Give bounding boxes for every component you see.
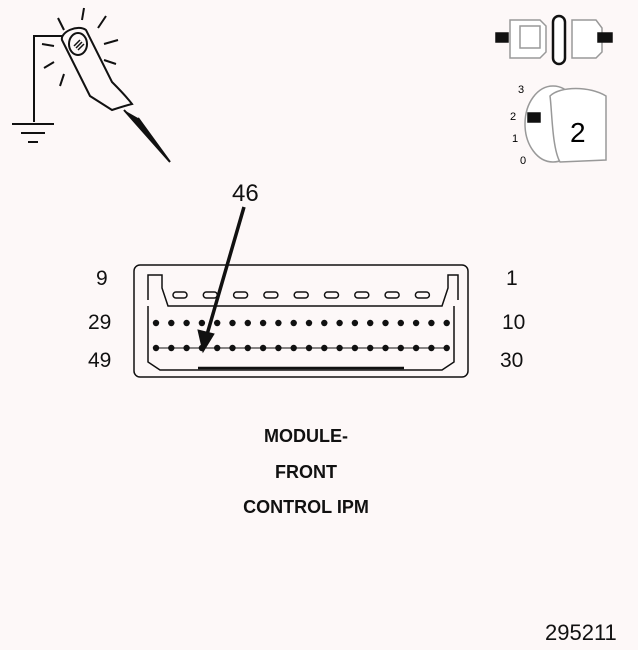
pin-dot bbox=[428, 319, 435, 327]
left-row1-label: 9 bbox=[96, 267, 108, 290]
pin-dot bbox=[244, 319, 251, 327]
ignition-position-1: 1 bbox=[512, 133, 518, 145]
connector-body bbox=[133, 264, 469, 378]
ignition-position-3: 3 bbox=[518, 84, 524, 96]
caption-line2: FRONT bbox=[275, 462, 337, 482]
pin-slot bbox=[172, 291, 188, 299]
pin-dot bbox=[351, 319, 359, 327]
pin-dot bbox=[275, 319, 282, 327]
right-row3-label: 30 bbox=[500, 349, 524, 372]
pin-dot bbox=[290, 319, 297, 327]
connector-pins bbox=[152, 291, 450, 352]
callout-pin-label: 46 bbox=[232, 180, 259, 207]
pin-dot bbox=[198, 319, 206, 327]
ignition-key-icon bbox=[524, 85, 607, 163]
pin-dot bbox=[229, 319, 236, 327]
pin-dot bbox=[412, 319, 420, 327]
pin-dot bbox=[367, 319, 374, 327]
disconnected-connector-icon bbox=[495, 14, 613, 66]
pin-slot bbox=[354, 291, 370, 299]
pin-slot bbox=[293, 291, 309, 299]
left-row2-label: 29 bbox=[88, 311, 112, 334]
ignition-position-0: 0 bbox=[520, 155, 526, 167]
pin-slot bbox=[384, 291, 400, 299]
caption-line3: CONTROL IPM bbox=[243, 497, 369, 517]
pin-slot bbox=[414, 291, 431, 299]
pin-slot bbox=[202, 291, 219, 299]
pin-dot bbox=[397, 319, 404, 327]
callout-arrow bbox=[197, 206, 246, 354]
pin-slot bbox=[232, 291, 249, 299]
pin-slot bbox=[263, 291, 279, 299]
pin-dot bbox=[259, 319, 267, 327]
pin-dot bbox=[443, 319, 450, 327]
pin-dot bbox=[183, 319, 190, 327]
pin-dot bbox=[168, 319, 175, 327]
pin-slot bbox=[323, 291, 340, 299]
pin-dot bbox=[214, 319, 221, 327]
pin-dot bbox=[321, 319, 328, 327]
pin-dot bbox=[152, 319, 160, 327]
test-light-probe-icon bbox=[12, 7, 171, 163]
ignition-position-2: 2 bbox=[510, 111, 516, 123]
caption-line1: MODULE- bbox=[264, 426, 348, 446]
pin-dot bbox=[305, 319, 313, 327]
pin-dot bbox=[382, 319, 389, 327]
right-row2-label: 10 bbox=[502, 311, 526, 334]
right-row1-label: 1 bbox=[506, 267, 518, 290]
left-row3-label: 49 bbox=[88, 349, 112, 372]
ignition-key-position: 2 bbox=[570, 117, 586, 148]
pin-dot bbox=[336, 319, 343, 327]
figure-id: 295211 bbox=[545, 620, 617, 645]
